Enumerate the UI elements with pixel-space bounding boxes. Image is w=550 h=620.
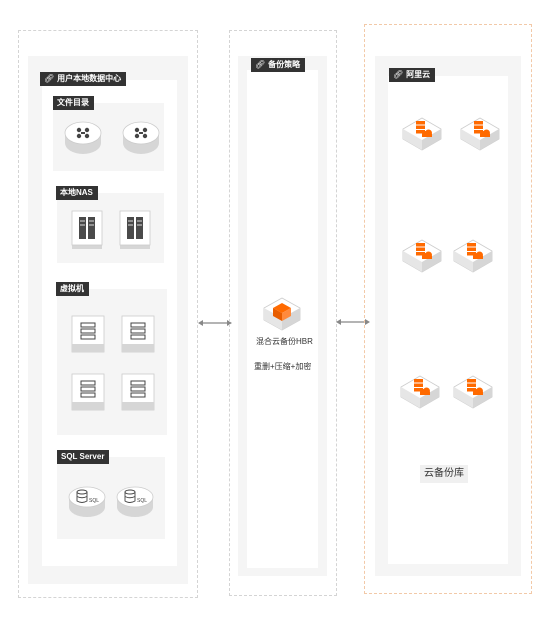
virtual-machine-server-icon — [70, 372, 106, 412]
file-directory-server-icon — [122, 119, 160, 155]
local-nas-label: 本地NAS — [60, 188, 93, 197]
link-icon: 🔗︎ — [255, 60, 266, 69]
virtual-machine-group — [57, 289, 167, 435]
backup-strategy-title: 备份策略 — [268, 60, 301, 69]
cloud-storage-server-icon — [452, 238, 494, 274]
virtual-machine-label: 虚拟机 — [60, 284, 84, 293]
sql-server-tag: SQL Server — [57, 450, 110, 464]
sql-database-icon: SQL — [115, 483, 155, 519]
cloud-backup-repository-label: 云备份库 — [420, 465, 468, 483]
virtual-machine-tag: 虚拟机 — [56, 282, 89, 296]
aliyun-title: 阿里云 — [406, 70, 431, 79]
sql-icon-text: SQL — [137, 498, 147, 504]
backup-features-label: 重删+压缩+加密 — [254, 362, 312, 371]
sql-database-icon: SQL — [67, 483, 107, 519]
virtual-machine-server-icon — [120, 372, 156, 412]
nas-storage-icon — [70, 209, 104, 251]
aliyun-tag: 🔗︎阿里云 — [389, 68, 436, 82]
virtual-machine-server-icon — [70, 314, 106, 354]
backup-strategy-tag: 🔗︎备份策略 — [251, 58, 306, 72]
file-directory-label: 文件目录 — [57, 98, 89, 107]
hybrid-backup-cube-icon — [262, 296, 302, 332]
link-icon: 🔗︎ — [393, 70, 404, 79]
file-directory-tag: 文件目录 — [53, 96, 94, 110]
backup-strategy-frame — [229, 30, 337, 596]
cloud-storage-server-icon — [399, 374, 441, 410]
sql-icon-text: SQL — [89, 498, 99, 504]
aliyun-frame — [364, 24, 532, 594]
local-datacenter-frame — [18, 30, 198, 598]
cloud-storage-server-icon — [401, 238, 443, 274]
cloud-storage-server-icon — [452, 374, 494, 410]
file-directory-server-icon — [64, 119, 102, 155]
link-icon: 🔗︎ — [44, 74, 55, 83]
cloud-storage-server-icon — [401, 116, 443, 152]
nas-storage-icon — [118, 209, 152, 251]
cloud-storage-server-icon — [459, 116, 501, 152]
virtual-machine-server-icon — [120, 314, 156, 354]
hbr-service-label: 混合云备份HBR — [256, 337, 313, 346]
bidirectional-arrow-icon — [335, 317, 371, 327]
local-datacenter-tag: 🔗︎用户本地数据中心 — [40, 72, 127, 86]
local-nas-tag: 本地NAS — [56, 186, 98, 200]
bidirectional-arrow-icon — [197, 318, 233, 328]
local-datacenter-title: 用户本地数据中心 — [57, 74, 122, 83]
sql-server-label: SQL Server — [61, 452, 105, 461]
